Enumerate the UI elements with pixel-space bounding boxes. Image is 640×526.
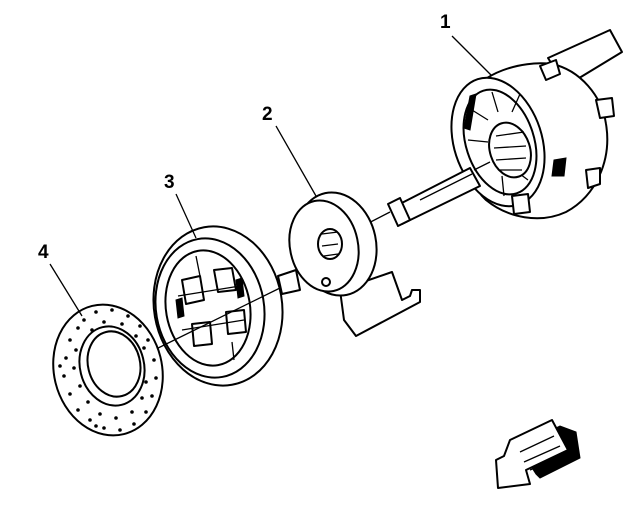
part-2-switch [277,191,421,337]
center-line [149,287,281,353]
ring-texture [58,308,158,432]
part-3-cover [152,225,284,387]
callout-4: 4 [38,242,49,263]
direction-arrow-icon [495,419,581,489]
leader-lines [49,35,493,317]
callout-3: 3 [164,172,175,193]
leader-4 [49,263,83,317]
part-1-housing [450,29,623,220]
leader-1 [451,35,493,77]
callout-2: 2 [262,104,273,125]
callout-1: 1 [440,12,451,33]
leader-2 [275,125,317,197]
part-4-ring [52,303,164,437]
leader-3 [175,193,197,239]
